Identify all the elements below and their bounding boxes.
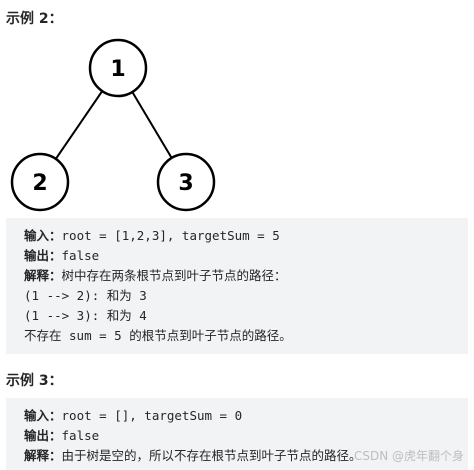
tree-node-root: 1 [88, 38, 148, 98]
tree-node-root-label: 1 [110, 57, 125, 82]
code-line: 不存在 sum = 5 的根节点到叶子节点的路径。 [24, 328, 292, 343]
code-line: 输出：false [24, 248, 100, 263]
code-line: (1 --> 2): 和为 3 [24, 288, 147, 303]
watermark: CSDN @虎年翻个身 [353, 449, 464, 463]
code-line: 解释：由于树是空的，所以不存在根节点到叶子节点的路径。 [24, 448, 362, 463]
code-line: 输出：false [24, 428, 100, 443]
code-line: (1 --> 3): 和为 4 [24, 308, 147, 323]
binary-tree-diagram: 1 2 3 [10, 38, 216, 212]
tree-node-right-label: 3 [178, 171, 193, 196]
example-2-heading: 示例 2： [6, 11, 63, 27]
tree-node-left-label: 2 [32, 171, 47, 196]
example-3-code-block: 输入：root = [], targetSum = 0 输出：false 解释：… [6, 398, 468, 470]
tree-node-left: 2 [10, 152, 70, 212]
example-2-code-block: 输入：root = [1,2,3], targetSum = 5 输出：fals… [6, 218, 468, 354]
tree-node-right: 3 [156, 152, 216, 212]
code-line: 输入：root = [], targetSum = 0 [24, 408, 243, 423]
code-line: 输入：root = [1,2,3], targetSum = 5 [24, 228, 280, 243]
example-3-heading: 示例 3： [6, 373, 63, 389]
code-line: 解释：树中存在两条根节点到叶子节点的路径： [24, 268, 287, 283]
